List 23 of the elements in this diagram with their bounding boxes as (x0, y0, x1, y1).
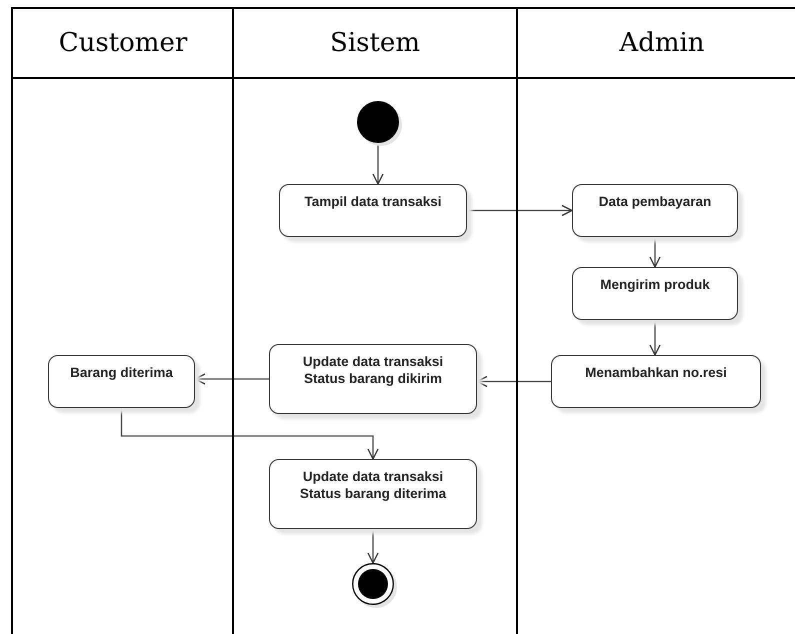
action-box: Update data transaksi Status barang diterima (269, 459, 477, 529)
flow-arrow (467, 204, 573, 216)
flow-arrow (120, 408, 379, 460)
flow-arrow (367, 529, 379, 564)
end-node (352, 563, 394, 605)
action-box: Data pembayaran (572, 184, 738, 237)
lane-header: Customer (13, 9, 233, 79)
action-box: Update data transaksi Status barang dikirim (269, 344, 477, 414)
start-node (357, 101, 399, 143)
action-box: Barang diterima (48, 355, 195, 408)
lane-header: Admin (518, 9, 795, 79)
lane-header: Sistem (234, 9, 516, 79)
flow-arrow (476, 376, 551, 388)
action-box: Tampil data transaksi (279, 184, 467, 237)
swimlane (232, 7, 516, 634)
swimlane (516, 7, 795, 634)
swimlane (11, 7, 233, 634)
action-box: Menambahkan no.resi (551, 355, 761, 408)
flow-arrow (649, 320, 661, 356)
flow-arrow (372, 143, 384, 185)
flow-arrow (649, 237, 661, 268)
flow-arrow (194, 373, 269, 385)
action-box: Mengirim produk (572, 267, 738, 320)
